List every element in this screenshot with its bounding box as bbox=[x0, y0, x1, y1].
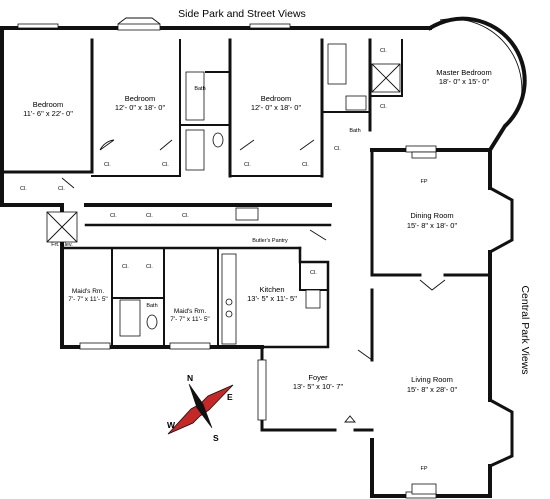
bath-label: Bath bbox=[194, 86, 205, 92]
fireplace-label: FP bbox=[420, 179, 427, 185]
bedroom2-dims: 12'- 0" x 18'- 0" bbox=[115, 103, 166, 112]
butlers-pantry-label: Butler's Pantry bbox=[252, 238, 288, 244]
maids-room1-name: Maid's Rm. bbox=[72, 288, 104, 295]
kitchen-name: Kitchen bbox=[259, 285, 284, 294]
bath-fixtures bbox=[119, 43, 401, 337]
maids-room1-dims: 7'- 7" x 11'- 5" bbox=[68, 296, 108, 303]
maids-room2-dims: 7'- 7" x 11'- 5" bbox=[170, 316, 210, 323]
bath-label: Bath bbox=[146, 303, 157, 309]
compass-west: W bbox=[167, 420, 176, 430]
closet-label: Cl. bbox=[20, 186, 27, 192]
closet-label: Cl. bbox=[58, 186, 65, 192]
fireplaces bbox=[411, 151, 437, 495]
kitchen-counters bbox=[221, 253, 321, 345]
bedroom2-name: Bedroom bbox=[125, 94, 155, 103]
dining-room-name: Dining Room bbox=[410, 211, 453, 220]
kitchen-dims: 13'- 5" x 11'- 5" bbox=[247, 294, 297, 303]
top-view-label: Side Park and Street Views bbox=[178, 8, 306, 20]
compass-east: E bbox=[227, 392, 233, 402]
closet-label: Cl. bbox=[104, 162, 111, 168]
fireplace-label: FP bbox=[420, 466, 427, 472]
bedroom3-name: Bedroom bbox=[261, 94, 291, 103]
bedroom1-dims: 11'- 6" x 22'- 0" bbox=[23, 109, 73, 118]
closet-label: Cl. bbox=[110, 213, 117, 219]
closet-label: Cl. bbox=[122, 264, 129, 270]
closet-label: Cl. bbox=[146, 213, 153, 219]
windows bbox=[17, 17, 437, 499]
closet-label: Cl. bbox=[310, 270, 317, 276]
closet-label: Cl. bbox=[380, 48, 387, 54]
living-room-name: Living Room bbox=[411, 375, 453, 384]
closet-label: Cl. bbox=[244, 162, 251, 168]
closet-label: Cl. bbox=[162, 162, 169, 168]
closet-label: Cl. bbox=[334, 146, 341, 152]
master-bedroom-dims: 18'- 0" x 15'- 0" bbox=[439, 77, 490, 86]
closet-label: Cl. bbox=[302, 162, 309, 168]
doors bbox=[61, 139, 446, 423]
bedroom1-name: Bedroom bbox=[33, 100, 63, 109]
side-view-label: Central Park Views bbox=[519, 285, 531, 374]
bath-label: Bath bbox=[349, 128, 360, 134]
master-bedroom-name: Master Bedroom bbox=[436, 68, 491, 77]
exterior-walls bbox=[0, 16, 527, 498]
compass-north: N bbox=[187, 373, 193, 383]
interior-walls bbox=[2, 38, 492, 362]
compass-south: S bbox=[213, 433, 219, 443]
compass-rose: N S E W bbox=[167, 373, 234, 443]
dining-room-dims: 15'- 8" x 18'- 0" bbox=[407, 221, 458, 230]
freight-elevator-label: Frt. Elev. bbox=[51, 242, 73, 248]
closet-label: Cl. bbox=[182, 213, 189, 219]
foyer-dims: 13'- 5" x 10'- 7" bbox=[293, 382, 344, 391]
closet-label: Cl. bbox=[380, 104, 387, 110]
foyer-name: Foyer bbox=[308, 373, 328, 382]
maids-room2-name: Maid's Rm. bbox=[174, 308, 206, 315]
freight-elevator bbox=[46, 211, 78, 243]
closet-labels: Cl. Cl. Cl. Cl. Cl. Cl. Cl. Cl. Cl. Cl. … bbox=[20, 48, 387, 276]
bedroom3-dims: 12'- 0" x 18'- 0" bbox=[251, 103, 302, 112]
living-room-dims: 15'- 8" x 28'- 0" bbox=[407, 385, 458, 394]
closet-label: Cl. bbox=[146, 264, 153, 270]
